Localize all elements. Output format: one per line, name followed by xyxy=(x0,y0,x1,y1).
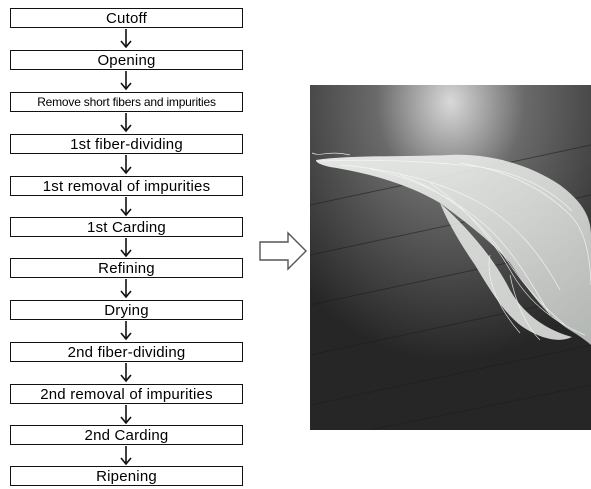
down-arrow-icon xyxy=(119,445,133,467)
down-arrow-icon xyxy=(119,154,133,176)
step-remove-short-fibers: Remove short fibers and impurities xyxy=(10,92,243,112)
down-arrow-icon xyxy=(119,28,133,50)
step-refining: Refining xyxy=(10,258,243,278)
down-arrow-icon xyxy=(119,112,133,134)
down-arrow-icon xyxy=(119,237,133,259)
down-arrow-icon xyxy=(119,320,133,342)
step-1st-removal-of-impurities: 1st removal of impurities xyxy=(10,176,243,196)
step-drying: Drying xyxy=(10,300,243,320)
step-2nd-removal-of-impurities: 2nd removal of impurities xyxy=(10,384,243,404)
step-2nd-carding: 2nd Carding xyxy=(10,425,243,445)
step-ripening: Ripening xyxy=(10,466,243,486)
down-arrow-icon xyxy=(119,278,133,300)
step-cutoff: Cutoff xyxy=(10,8,243,28)
down-arrow-icon xyxy=(119,404,133,426)
step-1st-carding: 1st Carding xyxy=(10,217,243,237)
right-arrow-icon xyxy=(258,231,308,271)
fiber-bundle-photo xyxy=(310,85,591,430)
down-arrow-icon xyxy=(119,70,133,92)
step-opening: Opening xyxy=(10,50,243,70)
down-arrow-icon xyxy=(119,362,133,384)
step-1st-fiber-dividing: 1st fiber-dividing xyxy=(10,134,243,154)
step-2nd-fiber-dividing: 2nd fiber-dividing xyxy=(10,342,243,362)
down-arrow-icon xyxy=(119,196,133,218)
